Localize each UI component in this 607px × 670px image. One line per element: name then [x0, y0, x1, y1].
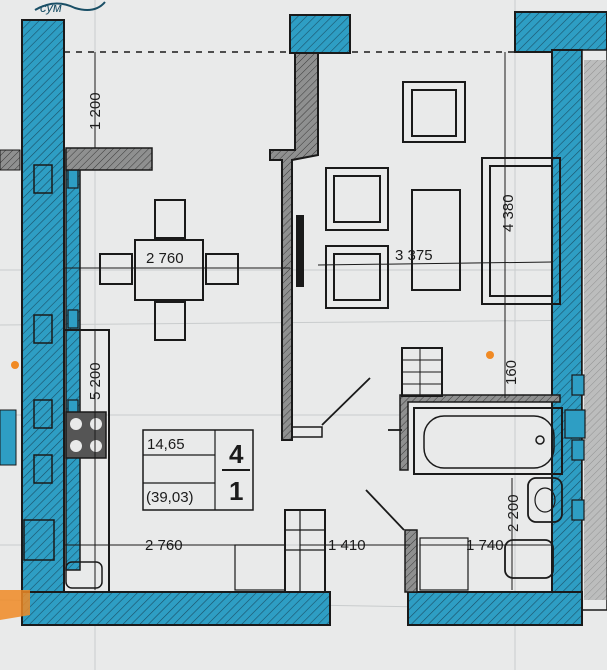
- orange-marker: [0, 590, 30, 620]
- bottom-wall-left: [21, 591, 331, 626]
- kitchen-counter: [63, 329, 110, 593]
- area-label-box: [142, 429, 254, 511]
- bathtub: [413, 407, 563, 475]
- dim-living-width: 3 375: [395, 247, 433, 264]
- entry-closet: [284, 509, 326, 593]
- washbasin: [527, 477, 563, 523]
- tv-unit: [296, 215, 304, 287]
- shaft-column: [65, 149, 81, 571]
- room-count: 1: [229, 476, 243, 506]
- total-area-value: (39,03): [146, 489, 194, 506]
- dining-set: [99, 199, 239, 341]
- handwriting-top-text: сум: [40, 0, 62, 15]
- living-furniture: [325, 81, 561, 309]
- central-partition: [269, 52, 319, 441]
- dim-living-vertical: 4 380: [500, 194, 517, 232]
- stove-left-neighbor: [0, 409, 17, 466]
- living-area-value: 14,65: [147, 436, 185, 453]
- dim-small-vertical: 160: [503, 360, 520, 385]
- dim-bottom-middle: 1 410: [328, 537, 366, 554]
- left-wall-details: [23, 164, 55, 561]
- dim-kitchen-vertical: 5 200: [87, 362, 104, 400]
- sink: [65, 561, 103, 589]
- door-swings: [321, 377, 405, 531]
- bottom-wall-right: [407, 591, 583, 626]
- kitchen-partition: [65, 147, 153, 171]
- toilet: [504, 539, 554, 579]
- right-wall-inner: [551, 49, 583, 611]
- right-wall-details: [564, 374, 586, 521]
- section-number: 4: [229, 439, 244, 469]
- dim-bottom-left: 2 760: [145, 537, 183, 554]
- handwriting-scribble: [34, 1, 106, 11]
- dimension-lines: [64, 52, 553, 590]
- dim-top-left: 1 200: [87, 92, 104, 130]
- top-middle-wall: [289, 14, 351, 54]
- stove: [65, 411, 107, 459]
- dim-bath-vertical: 2 200: [505, 494, 522, 532]
- dim-kitchen-width: 2 760: [146, 250, 184, 267]
- dim-bottom-right: 1 740: [466, 537, 504, 554]
- top-right-wall: [514, 11, 607, 53]
